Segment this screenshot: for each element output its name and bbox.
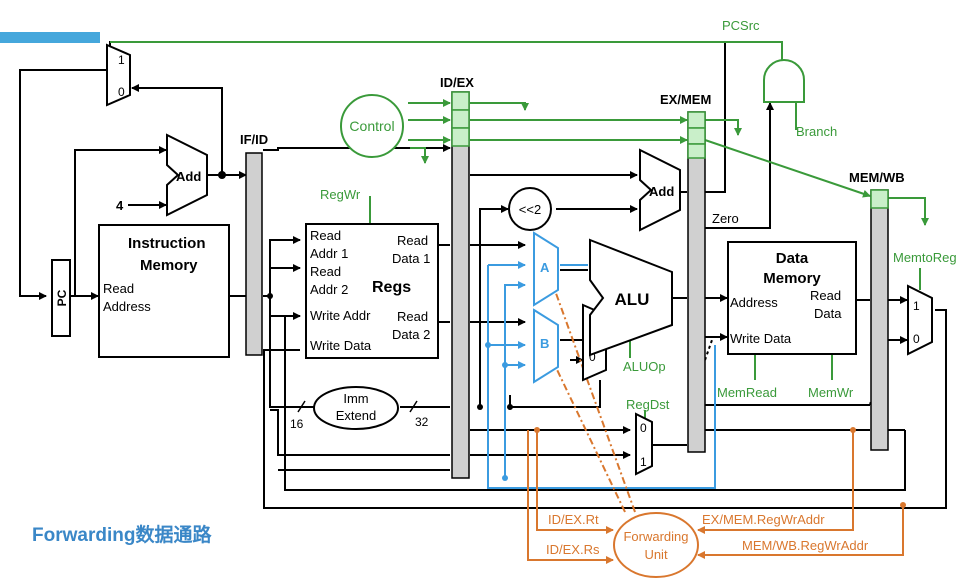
branch-adder-label: Add (649, 184, 674, 199)
junction-dots (218, 171, 906, 508)
dmem-address: Address (730, 295, 778, 310)
mem-wb-regwraddr-label: MEM/WB.RegWrAddr (742, 538, 869, 553)
imm-label-b: Extend (336, 408, 376, 423)
imem-title-2: Memory (140, 257, 198, 274)
control-unit: Control (340, 94, 404, 158)
forwarding-unit-wires (527, 430, 904, 564)
id-ex-rt-label: ID/EX.Rt (548, 512, 599, 527)
dmem-read-b: Data (814, 306, 842, 321)
slide-title: Forwarding数据通路 (32, 525, 212, 546)
dmem-title-2: Memory (763, 270, 821, 287)
pc-adder: Add (166, 133, 208, 217)
ex-mem-regwraddr-label: EX/MEM.RegWrAddr (702, 512, 825, 527)
imem-title-1: Instruction (128, 235, 206, 252)
regdst-mux: 0 1 RegDst (626, 397, 670, 476)
pc-mux-input-0: 0 (118, 85, 125, 99)
read-data1-a: Read (397, 233, 428, 248)
branch-adder: Add (639, 148, 681, 232)
read-addr1-a: Read (310, 228, 341, 243)
pcsrc-label: PCSrc (722, 18, 760, 33)
read-addr1-b: Addr 1 (310, 246, 348, 261)
id-ex-rs-label: ID/EX.Rs (546, 542, 600, 557)
forward-mux-a: A (533, 231, 559, 307)
pc-mux-input-1: 1 (118, 53, 125, 67)
regdst-label: RegDst (626, 397, 670, 412)
writeback-mux: 1 0 MemtoReg (893, 250, 957, 356)
forward-mux-b: B (533, 308, 559, 384)
forwarding-control-dashes (549, 284, 636, 513)
aluop-label: ALUOp (623, 359, 666, 374)
zero-label: Zero (712, 211, 739, 226)
regs-title: Regs (372, 279, 411, 296)
imem-address: Address (103, 299, 151, 314)
if-id-label: IF/ID (240, 132, 268, 147)
regdst-0: 0 (640, 421, 647, 435)
branch-label: Branch (796, 124, 837, 139)
memwr-label: MemWr (808, 385, 854, 400)
imm-bits-32: 32 (415, 415, 429, 429)
write-addr-label: Write Addr (310, 308, 371, 323)
mem-wb-register: MEM/WB (849, 170, 905, 451)
branch-and-gate: PCSrc Branch (722, 18, 837, 139)
shift-left-2: <<2 (508, 187, 552, 231)
dmem-read-a: Read (810, 288, 841, 303)
control-label: Control (349, 118, 394, 134)
forwarding-unit: Forwarding Unit ID/EX.Rt ID/EX.Rs EX/MEM… (546, 512, 869, 578)
read-addr2-a: Read (310, 264, 341, 279)
memtoreg-label: MemtoReg (893, 250, 957, 265)
mux-b-label: B (540, 336, 549, 351)
imm-bits-16: 16 (290, 417, 304, 431)
read-data1-b: Data 1 (392, 251, 430, 266)
read-addr2-b: Addr 2 (310, 282, 348, 297)
data-memory: Data Memory Address Write Data Read Data… (717, 241, 857, 400)
alu-label: ALU (615, 290, 650, 309)
alusrc-0: 0 (589, 350, 596, 364)
mux-a-label: A (540, 260, 550, 275)
pc-adder-label: Add (176, 169, 201, 184)
wb-mux-1: 1 (913, 299, 920, 313)
memread-label: MemRead (717, 385, 777, 400)
imem-read: Read (103, 281, 134, 296)
register-file: RegWr Read Addr 1 Read Addr 2 Write Addr… (305, 187, 439, 359)
fu-label-a: Forwarding (623, 529, 688, 544)
write-data-label: Write Data (310, 338, 372, 353)
imm-extend: Imm Extend 16 32 (290, 386, 429, 431)
id-ex-register: ID/EX (440, 75, 474, 479)
imm-label-a: Imm (343, 391, 368, 406)
ex-mem-register: EX/MEM (660, 92, 711, 453)
mem-wb-label: MEM/WB (849, 170, 905, 185)
if-id-register: IF/ID (240, 132, 268, 356)
instruction-memory: Instruction Memory Read Address (98, 224, 230, 358)
ex-mem-label: EX/MEM (660, 92, 711, 107)
regwr-label: RegWr (320, 187, 361, 202)
pc-register: PC (51, 259, 71, 337)
pc-mux: 1 0 (106, 43, 131, 107)
shift-label: <<2 (519, 202, 541, 217)
constant-four: 4 (116, 198, 124, 213)
fu-label-b: Unit (644, 547, 668, 562)
regdst-1: 1 (640, 455, 647, 469)
read-data2-a: Read (397, 309, 428, 324)
dmem-write-data: Write Data (730, 331, 792, 346)
read-data2-b: Data 2 (392, 327, 430, 342)
id-ex-label: ID/EX (440, 75, 474, 90)
dmem-title-1: Data (776, 250, 809, 267)
accent-bar (0, 32, 100, 43)
wb-mux-0: 0 (913, 332, 920, 346)
pc-label: PC (55, 289, 69, 306)
alu: ALU ALUOp (589, 238, 673, 374)
